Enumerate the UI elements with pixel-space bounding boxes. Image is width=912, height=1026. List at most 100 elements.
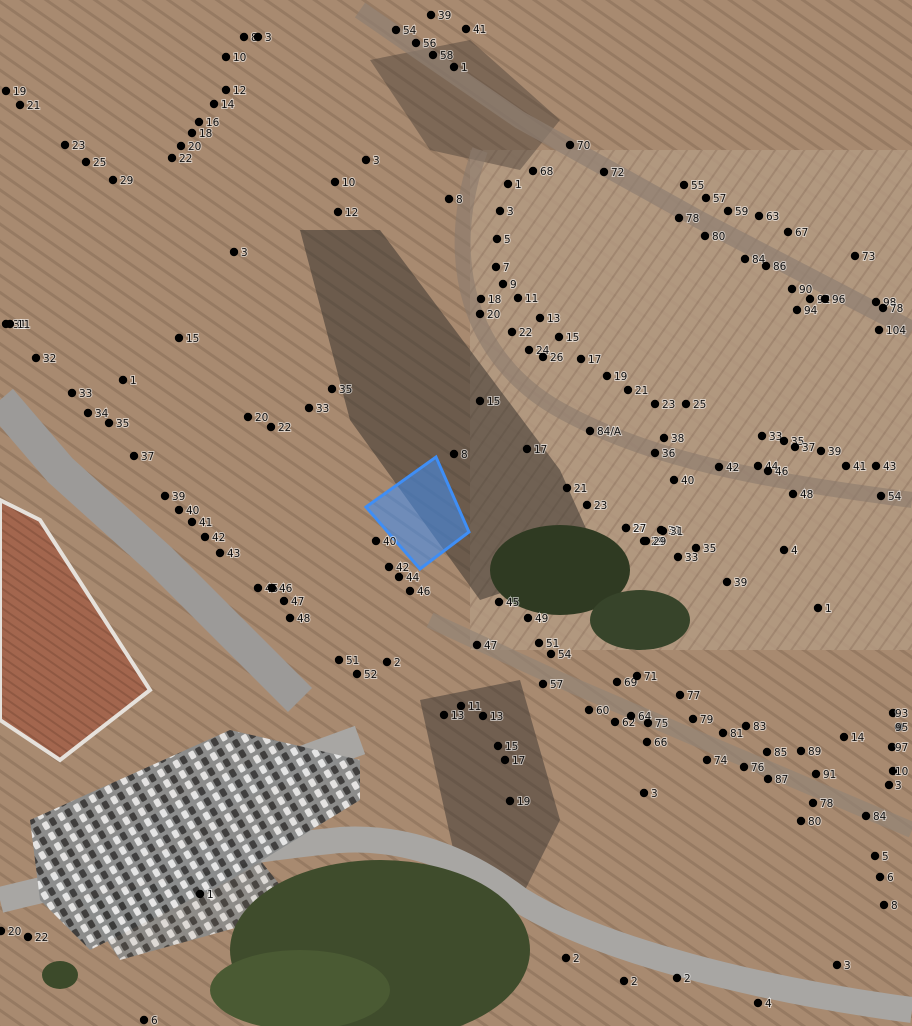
address-dot[interactable] bbox=[327, 384, 337, 394]
address-dot[interactable] bbox=[538, 679, 548, 689]
address-dot[interactable] bbox=[792, 305, 802, 315]
address-dot[interactable] bbox=[200, 532, 210, 542]
address-dot[interactable] bbox=[714, 462, 724, 472]
address-dot[interactable] bbox=[599, 167, 609, 177]
address-dot[interactable] bbox=[334, 655, 344, 665]
address-dot[interactable] bbox=[394, 572, 404, 582]
address-dot[interactable] bbox=[701, 193, 711, 203]
address-dot[interactable] bbox=[528, 166, 538, 176]
address-dot[interactable] bbox=[31, 353, 41, 363]
address-dot[interactable] bbox=[266, 422, 276, 432]
address-dot[interactable] bbox=[229, 247, 239, 257]
address-dot[interactable] bbox=[874, 325, 884, 335]
address-dot[interactable] bbox=[861, 811, 871, 821]
address-dot[interactable] bbox=[475, 396, 485, 406]
address-dot[interactable] bbox=[382, 657, 392, 667]
address-dot[interactable] bbox=[626, 711, 636, 721]
address-dot[interactable] bbox=[491, 262, 501, 272]
address-dot[interactable] bbox=[808, 798, 818, 808]
address-dot[interactable] bbox=[472, 640, 482, 650]
address-dot[interactable] bbox=[813, 603, 823, 613]
address-dot[interactable] bbox=[215, 548, 225, 558]
address-dot[interactable] bbox=[870, 851, 880, 861]
address-dot[interactable] bbox=[723, 206, 733, 216]
address-dot[interactable] bbox=[371, 536, 381, 546]
address-dot[interactable] bbox=[722, 577, 732, 587]
address-dot[interactable] bbox=[839, 732, 849, 742]
address-dot[interactable] bbox=[187, 517, 197, 527]
address-dot[interactable] bbox=[610, 717, 620, 727]
address-dot[interactable] bbox=[285, 613, 295, 623]
address-dot[interactable] bbox=[194, 117, 204, 127]
address-dot[interactable] bbox=[1, 86, 11, 96]
address-dot[interactable] bbox=[426, 10, 436, 20]
address-dot[interactable] bbox=[582, 500, 592, 510]
address-dot[interactable] bbox=[612, 677, 622, 687]
address-dot[interactable] bbox=[632, 671, 642, 681]
address-dot[interactable] bbox=[642, 737, 652, 747]
address-dot[interactable] bbox=[688, 714, 698, 724]
address-dot[interactable] bbox=[841, 461, 851, 471]
address-dot[interactable] bbox=[83, 408, 93, 418]
address-dot[interactable] bbox=[0, 926, 6, 936]
address-dot[interactable] bbox=[81, 157, 91, 167]
address-dot[interactable] bbox=[621, 523, 631, 533]
address-dot[interactable] bbox=[478, 711, 488, 721]
address-dot[interactable] bbox=[787, 284, 797, 294]
address-dot[interactable] bbox=[790, 442, 800, 452]
address-dot[interactable] bbox=[584, 705, 594, 715]
address-dot[interactable] bbox=[673, 552, 683, 562]
address-dot[interactable] bbox=[449, 62, 459, 72]
address-dot[interactable] bbox=[333, 207, 343, 217]
address-dot[interactable] bbox=[796, 816, 806, 826]
address-dot[interactable] bbox=[740, 254, 750, 264]
address-dot[interactable] bbox=[875, 872, 885, 882]
address-dot[interactable] bbox=[884, 780, 894, 790]
address-dot[interactable] bbox=[461, 24, 471, 34]
address-dot[interactable] bbox=[160, 491, 170, 501]
address-dot[interactable] bbox=[562, 483, 572, 493]
address-dot[interactable] bbox=[391, 25, 401, 35]
address-dot[interactable] bbox=[118, 375, 128, 385]
address-dot[interactable] bbox=[757, 431, 767, 441]
address-dot[interactable] bbox=[641, 536, 651, 546]
address-dot[interactable] bbox=[700, 231, 710, 241]
address-dot[interactable] bbox=[330, 177, 340, 187]
address-dot[interactable] bbox=[702, 755, 712, 765]
address-dot[interactable] bbox=[788, 489, 798, 499]
address-dot[interactable] bbox=[650, 448, 660, 458]
address-dot[interactable] bbox=[761, 261, 771, 271]
address-dot[interactable] bbox=[167, 153, 177, 163]
address-dot[interactable] bbox=[411, 38, 421, 48]
address-dot[interactable] bbox=[534, 638, 544, 648]
address-dot[interactable] bbox=[762, 747, 772, 757]
address-dot[interactable] bbox=[763, 774, 773, 784]
address-dot[interactable] bbox=[174, 505, 184, 515]
address-dot[interactable] bbox=[449, 449, 459, 459]
address-dot[interactable] bbox=[221, 52, 231, 62]
address-dot[interactable] bbox=[267, 583, 277, 593]
address-dot[interactable] bbox=[23, 932, 33, 942]
address-dot[interactable] bbox=[361, 155, 371, 165]
address-dot[interactable] bbox=[672, 973, 682, 983]
address-dot[interactable] bbox=[444, 194, 454, 204]
address-dot[interactable] bbox=[753, 998, 763, 1008]
address-dot[interactable] bbox=[139, 1015, 149, 1025]
address-dot[interactable] bbox=[176, 141, 186, 151]
address-dot[interactable] bbox=[439, 710, 449, 720]
address-dot[interactable] bbox=[739, 762, 749, 772]
address-dot[interactable] bbox=[561, 953, 571, 963]
selected-parcel[interactable] bbox=[363, 454, 471, 572]
address-dot[interactable] bbox=[669, 475, 679, 485]
address-dot[interactable] bbox=[871, 461, 881, 471]
address-dot[interactable] bbox=[763, 466, 773, 476]
address-dot[interactable] bbox=[691, 543, 701, 553]
address-dot[interactable] bbox=[585, 426, 595, 436]
address-dot[interactable] bbox=[546, 649, 556, 659]
address-dot[interactable] bbox=[493, 741, 503, 751]
address-dot[interactable] bbox=[209, 99, 219, 109]
address-dot[interactable] bbox=[850, 251, 860, 261]
address-dot[interactable] bbox=[681, 399, 691, 409]
